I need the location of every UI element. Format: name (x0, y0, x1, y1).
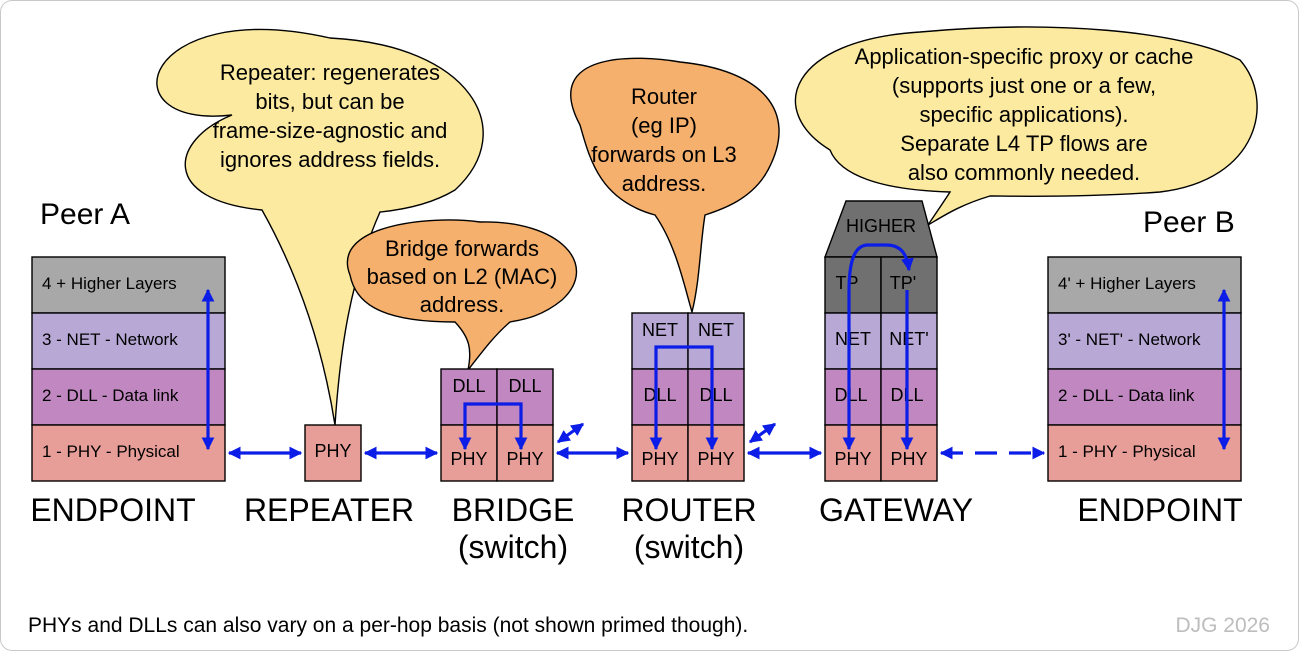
bridge-label: BRIDGE (452, 492, 575, 528)
endpoint-a-label: ENDPOINT (30, 492, 195, 528)
router-phy-right-label: PHY (697, 449, 734, 469)
gateway-label: GATEWAY (819, 492, 973, 528)
endpoint-b-layer-2 (1047, 368, 1242, 426)
gateway-net-right-label: NET' (889, 329, 928, 349)
router-net-right-cell (687, 312, 745, 370)
gateway-net-left-label: NET (835, 329, 871, 349)
router-bubble-line-3: forwards on L3 (591, 142, 737, 167)
peer-b-label: Peer B (1143, 206, 1235, 239)
router-dll-right-cell (687, 368, 745, 426)
bridge-sublabel: (switch) (458, 529, 568, 565)
copyright: DJG 2026 (1175, 614, 1270, 637)
endpoint-b-layer-2-label: 2 - DLL - Data link (1058, 386, 1195, 405)
gateway-tp-right-label: TP' (890, 273, 916, 293)
endpoint-b-layer-1 (1047, 424, 1242, 482)
repeater-phy-label: PHY (314, 441, 351, 461)
bridge-bubble: Bridge forwards based on L2 (MAC) addres… (346, 219, 578, 371)
endpoint-a-layer-3 (31, 312, 226, 370)
router-extra-port-arrow (748, 422, 777, 444)
router-dll-left-label: DLL (643, 385, 676, 405)
repeater-bubble-line-4: ignores address fields. (220, 147, 440, 172)
repeater-bubble-line-1: Repeater: regenerates (220, 60, 440, 85)
gateway-proxy-arrow-left (842, 243, 914, 451)
endpoint-b-stack: 4' + Higher Layers 3' - NET' - Network 2… (1047, 256, 1242, 482)
gateway-bubble-line-2: (supports just one or a few, (892, 73, 1156, 98)
endpoint-a-stack: 4 + Higher Layers 3 - NET - Network 2 - … (31, 256, 226, 482)
repeater-bubble-line-3: frame-size-agnostic and (213, 118, 448, 143)
endpoint-b-label: ENDPOINT (1077, 492, 1242, 528)
router-sublabel: (switch) (634, 529, 744, 565)
bridge-extra-port-arrow (556, 422, 585, 444)
bridge-bubble-line-1: Bridge forwards (385, 236, 539, 261)
router-dll-left-cell (631, 368, 689, 426)
gateway-bubble: Application-specific proxy or cache (sup… (794, 26, 1258, 226)
endpoint-a-layer-4-label: 4 + Higher Layers (42, 274, 177, 293)
repeater-phy-cell (304, 424, 362, 482)
endpoint-a-layer-1-label: 1 - PHY - Physical (42, 442, 180, 461)
repeater-label: REPEATER (244, 492, 414, 528)
router-net-left-label: NET (642, 320, 678, 340)
endpoint-a-layer-3-label: 3 - NET - Network (42, 330, 178, 349)
router-forward-arrow (649, 345, 719, 451)
endpoint-b-layer-4-label: 4' + Higher Layers (1058, 274, 1196, 293)
router-bubble-line-1: Router (631, 84, 697, 109)
router-phy-left-label: PHY (641, 449, 678, 469)
router-bubble: Router (eg IP) forwards on L3 address. (570, 57, 780, 315)
gateway-higher-label: HIGHER (846, 216, 916, 236)
gateway-bubble-line-1: Application-specific proxy or cache (855, 44, 1194, 69)
bridge-bubble-line-3: address. (420, 292, 504, 317)
gateway-dll-left-label: DLL (834, 385, 867, 405)
router-bubble-line-4: address. (622, 171, 706, 196)
endpoint-b-layer-3-label: 3' - NET' - Network (1058, 330, 1201, 349)
router-stack: NET NET DLL DLL PHY PHY (631, 312, 745, 482)
router-phy-left-cell (631, 424, 689, 482)
gateway-phy-left-label: PHY (834, 449, 871, 469)
endpoint-b-layer-1-label: 1 - PHY - Physical (1058, 442, 1196, 461)
endpoint-a-layer-1 (31, 424, 226, 482)
bridge-phy-right-cell (496, 424, 554, 482)
repeater-bubble-line-2: bits, but can be (255, 89, 404, 114)
gateway-tp-left-label: TP (835, 273, 858, 293)
endpoint-a-layer-2 (31, 368, 226, 426)
gateway-stack: HIGHER TP TP' NET NET' DLL DLL PHY PHY (823, 200, 938, 482)
gateway-bubble-line-4: Separate L4 TP flows are (900, 131, 1147, 156)
router-label: ROUTER (621, 492, 756, 528)
endpoint-b-layer-3 (1047, 312, 1242, 370)
router-phy-right-cell (687, 424, 745, 482)
gateway-bubble-line-5: also commonly needed. (908, 160, 1140, 185)
peer-a-label: Peer A (40, 198, 130, 231)
router-net-left-cell (631, 312, 689, 370)
bridge-forward-arrow (458, 402, 528, 451)
endpoint-a-layer-2-label: 2 - DLL - Data link (42, 386, 179, 405)
router-net-right-label: NET (698, 320, 734, 340)
bridge-phy-right-label: PHY (506, 449, 543, 469)
endpoint-a-layer-4 (31, 256, 226, 314)
bridge-dll-left-label: DLL (452, 376, 485, 396)
bridge-phy-left-label: PHY (450, 449, 487, 469)
repeater-bubble: Repeater: regenerates bits, but can be f… (156, 28, 484, 426)
bridge-stack: DLL DLL PHY PHY (440, 368, 554, 482)
router-dll-right-label: DLL (699, 385, 732, 405)
gateway-bubble-line-3: specific applications). (919, 102, 1128, 127)
gateway-phy-right-label: PHY (890, 449, 927, 469)
repeater-stack: PHY (304, 424, 362, 482)
bridge-phy-left-cell (440, 424, 498, 482)
bridge-dll-right-label: DLL (508, 376, 541, 396)
router-bubble-line-2: (eg IP) (631, 113, 697, 138)
bridge-dll-right-cell (496, 368, 554, 426)
bridge-bubble-line-2: based on L2 (MAC) (367, 264, 558, 289)
footer-note: PHYs and DLLs can also vary on a per-hop… (28, 614, 748, 637)
